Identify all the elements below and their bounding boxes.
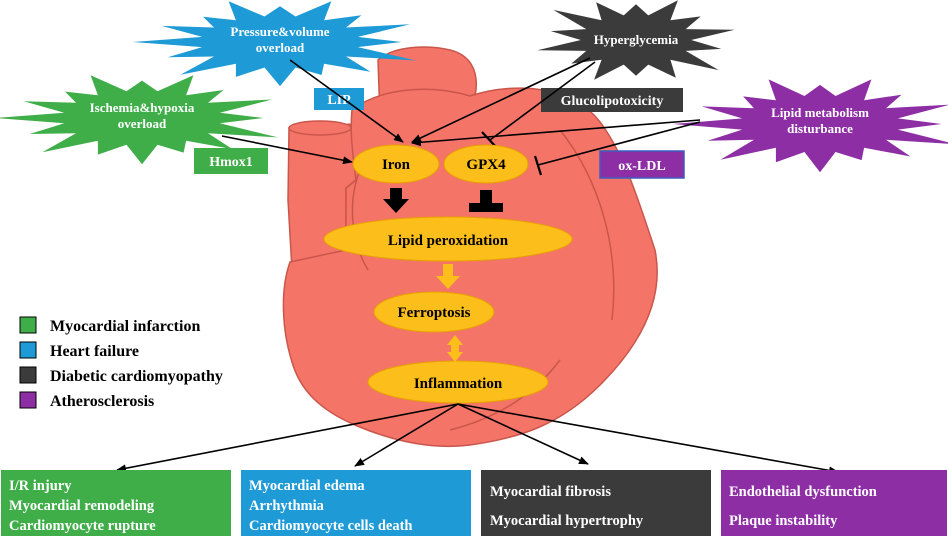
inhibit-gpx4-to-lipid [469, 190, 503, 212]
legend-swatch [19, 316, 37, 334]
arrow-hyperglycemia-to-iron [411, 57, 591, 143]
outcome-box-heart-failure: Myocardial edema Arrhythmia Cardiomyocyt… [241, 470, 471, 536]
node-label: Lipid peroxidation [388, 233, 509, 249]
legend-item-atherosclerosis: Atherosclerosis [19, 391, 154, 410]
outcome-box-bg [721, 470, 947, 536]
node-label: GPX4 [466, 157, 506, 173]
tag-label: LIP [327, 93, 351, 108]
outcome-box-bg [481, 470, 711, 536]
outcome-connectors [116, 403, 839, 475]
node-label: Inflammation [414, 376, 503, 392]
burst-shape [0, 75, 278, 165]
burst-lipid-metabolism: Lipid metabolism disturbance [672, 79, 948, 173]
tag-box [599, 150, 685, 179]
node-lipid-peroxidation: Lipid peroxidation [323, 216, 573, 262]
node-gpx4: GPX4 [443, 144, 529, 184]
node-oval [367, 360, 549, 404]
heart-aorta-opening [288, 120, 352, 136]
pathway-arrows [383, 188, 503, 362]
node-ferroptosis: Ferroptosis [373, 291, 495, 333]
outcome-box-myocardial-infarction: I/R injury Myocardial remodeling Cardiom… [1, 470, 231, 536]
outcome-line: Arrhythmia [249, 498, 325, 514]
burst-ischemia-hypoxia: Ischemia&hypoxia overload [0, 75, 278, 165]
burst-label-line1: Pressure&volume [230, 24, 329, 39]
node-label: Iron [382, 157, 411, 173]
legend-swatch [19, 366, 37, 384]
outcome-line: Myocardial hypertrophy [490, 513, 644, 529]
node-oval [323, 216, 573, 262]
arrow-to-outcome-purple [457, 403, 839, 475]
legend-swatch [19, 341, 37, 359]
arrow-to-outcome-blue [354, 403, 459, 467]
heart-contour-left [351, 169, 369, 271]
burst-label-line2: disturbance [787, 121, 853, 136]
legend: Myocardial infarction Heart failure Diab… [19, 316, 223, 410]
tag-box [541, 88, 683, 112]
outcome-line: Myocardial edema [249, 478, 365, 494]
arrow-lipid-to-iron [411, 119, 701, 147]
outcome-line: Cardiomyocyte rupture [9, 518, 156, 534]
legend-label: Diabetic cardiomyopathy [50, 368, 223, 385]
inhibit-hyperglycemia-to-gpx4 [489, 61, 596, 141]
tag-label: Hmox1 [209, 155, 253, 170]
tag-ox-ldl: ox-LDL [599, 150, 685, 179]
arrow-to-outcome-dark [457, 403, 589, 465]
heart-contour-right [559, 129, 615, 321]
burst-label-line2: overload [118, 116, 167, 131]
legend-item-heart-failure: Heart failure [19, 341, 139, 360]
thick-arrow-iron-to-lipid [383, 188, 409, 213]
outcome-box-atherosclerosis: Endothelial dysfunction Plaque instabili… [721, 470, 947, 536]
inhibit-lipid-to-gpx4 [537, 121, 701, 166]
outcome-line: Cardiomyocyte cells death [249, 518, 413, 534]
legend-item-myocardial-infarction: Myocardial infarction [19, 316, 200, 335]
inhibit-bar-lipid [533, 155, 543, 176]
outcome-line: I/R injury [9, 478, 72, 494]
arrow-ischemia-to-iron [221, 135, 353, 165]
outcome-line: Myocardial fibrosis [490, 484, 611, 500]
trigger-connectors [221, 57, 701, 176]
tag-label: Glucolipotoxicity [561, 94, 664, 109]
legend-label: Atherosclerosis [50, 393, 154, 410]
tag-glucolipotoxicity: Glucolipotoxicity [541, 88, 683, 112]
node-iron: Iron [352, 144, 440, 184]
node-oval [443, 144, 529, 184]
legend-label: Heart failure [50, 343, 139, 360]
node-oval [352, 144, 440, 184]
burst-label: Hyperglycemia [594, 32, 679, 47]
tag-box [194, 148, 268, 174]
burst-shape [672, 79, 948, 173]
tag-hmox1: Hmox1 [194, 148, 268, 174]
outcome-line: Endothelial dysfunction [729, 484, 877, 500]
legend-label: Myocardial infarction [50, 318, 200, 335]
tag-lip: LIP [314, 88, 364, 110]
burst-pressure-volume: Pressure&volume overload [132, 1, 417, 87]
arrow-pressure-to-iron [289, 59, 404, 143]
legend-swatch [19, 391, 37, 409]
burst-label-line2: overload [256, 40, 305, 55]
node-oval [373, 291, 495, 333]
node-label: Ferroptosis [397, 305, 470, 321]
yellow-arrow-lipid-to-ferroptosis [436, 264, 460, 289]
burst-hyperglycemia: Hyperglycemia [537, 0, 735, 80]
outcome-line: Plaque instability [729, 513, 838, 529]
outcome-box-diabetic-cardiomyopathy: Myocardial fibrosis Myocardial hypertrop… [481, 470, 711, 536]
tag-label: ox-LDL [618, 159, 665, 174]
burst-label-line1: Ischemia&hypoxia [90, 100, 195, 115]
legend-item-diabetic-cardiomyopathy: Diabetic cardiomyopathy [19, 366, 223, 385]
outcome-line: Myocardial remodeling [9, 498, 155, 514]
arrow-to-outcome-green [116, 403, 459, 473]
yellow-double-arrow-ferroptosis-inflammation [447, 335, 463, 362]
node-inflammation: Inflammation [367, 360, 549, 404]
burst-label-line1: Lipid metabolism [771, 105, 869, 120]
outcome-box-bg [1, 470, 231, 536]
burst-shape [132, 1, 417, 87]
outcome-box-bg [241, 470, 471, 536]
heart-contour-bottom [449, 359, 561, 431]
